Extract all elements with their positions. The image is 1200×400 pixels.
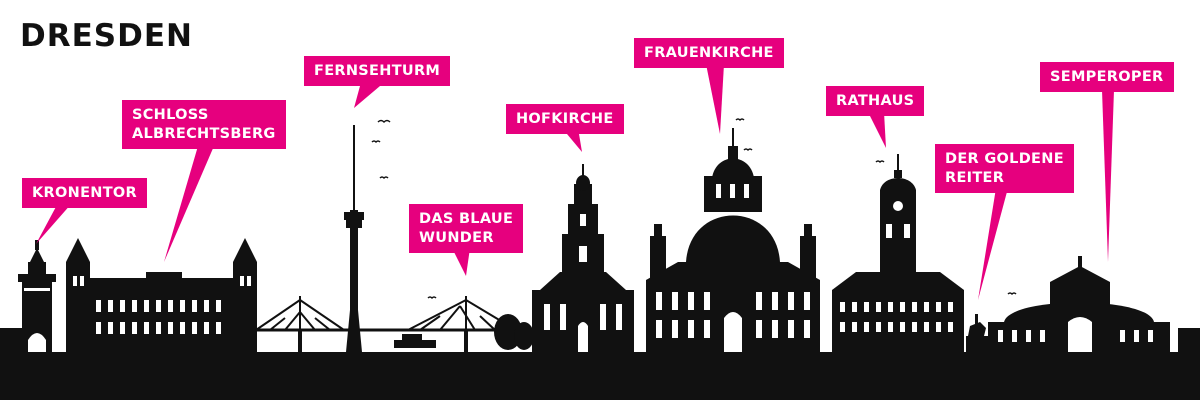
blaues-wunder-silhouette bbox=[255, 296, 517, 345]
hofkirche-pointer bbox=[562, 128, 582, 152]
label-fernsehturm: FERNSEHTURM bbox=[304, 56, 451, 86]
label-semperoper: SEMPEROPER bbox=[1040, 62, 1174, 92]
kronentor-silhouette bbox=[18, 240, 56, 352]
goldener-reiter-silhouette bbox=[966, 314, 988, 352]
blaue-wunder-pointer bbox=[452, 248, 470, 276]
semperoper-pointer bbox=[1102, 90, 1114, 262]
page-title: DRESDEN bbox=[20, 18, 193, 54]
schloss-pointer bbox=[164, 146, 214, 262]
label-hofkirche: HOFKIRCHE bbox=[506, 104, 624, 134]
ground-band bbox=[0, 352, 1200, 400]
frauenkirche-pointer bbox=[706, 64, 724, 134]
schloss-albrechtsberg-silhouette bbox=[66, 238, 257, 352]
label-frauenkirche: FRAUENKIRCHE bbox=[634, 38, 784, 68]
fernsehturm-pointer bbox=[354, 86, 380, 108]
label-schloss-albrechtsberg: SCHLOSS ALBRECHTSBERG bbox=[122, 100, 286, 149]
fernsehturm-silhouette bbox=[344, 125, 364, 352]
rathaus-pointer bbox=[868, 112, 886, 148]
label-kronentor: KRONENTOR bbox=[22, 178, 147, 208]
goldene-reiter-pointer bbox=[978, 188, 1008, 300]
kronentor-pointer bbox=[36, 203, 72, 244]
label-das-blaue-wunder: DAS BLAUE WUNDER bbox=[409, 204, 524, 253]
bird-icons bbox=[371, 118, 1017, 300]
label-rathaus: RATHAUS bbox=[826, 86, 925, 116]
label-der-goldene-reiter: DER GOLDENE REITER bbox=[935, 144, 1074, 193]
